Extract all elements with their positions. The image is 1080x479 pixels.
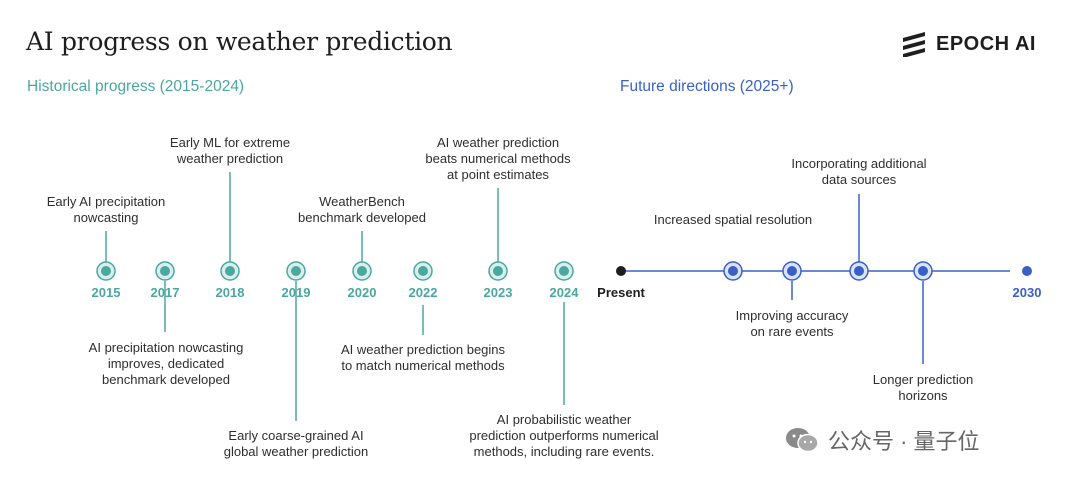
node-2019 <box>286 261 306 281</box>
node-2030 <box>1022 266 1032 276</box>
watermark: 公众号 · 量子位 <box>784 424 980 456</box>
node-2015 <box>96 261 116 281</box>
year-2022: 2022 <box>408 285 438 300</box>
node-2020 <box>352 261 372 281</box>
year-2020: 2020 <box>347 285 377 300</box>
node-2023 <box>488 261 508 281</box>
milestone-2020-text: WeatherBench benchmark developed <box>298 194 426 225</box>
page-title: AI progress on weather prediction <box>26 27 453 56</box>
node-2024 <box>554 261 574 281</box>
node-2017 <box>155 261 175 281</box>
node-future-4 <box>913 261 933 281</box>
historical-heading: Historical progress (2015-2024) <box>27 78 245 95</box>
epoch-ai-logo: EPOCH AI <box>901 31 1036 57</box>
node-2018 <box>220 261 240 281</box>
node-present <box>616 266 626 276</box>
milestone-2024-text: AI probabilistic weather prediction outp… <box>469 412 659 459</box>
node-future-1 <box>723 261 743 281</box>
year-2024: 2024 <box>549 285 579 300</box>
milestone-2015-text: Early AI precipitation nowcasting <box>46 194 166 225</box>
year-2017: 2017 <box>150 285 180 300</box>
future-2-text: Improving accuracy on rare events <box>735 308 849 339</box>
year-2030: 2030 <box>1012 285 1042 300</box>
milestone-2022-text: AI weather prediction begins to match nu… <box>340 342 506 373</box>
watermark-text: 公众号 · 量子位 <box>828 429 980 454</box>
node-future-2 <box>782 261 802 281</box>
node-2022 <box>413 261 433 281</box>
year-2018: 2018 <box>215 285 245 300</box>
year-2019: 2019 <box>281 285 311 300</box>
year-2023: 2023 <box>483 285 513 300</box>
node-future-3 <box>849 261 869 281</box>
year-2015: 2015 <box>91 285 121 300</box>
present-label: Present <box>597 285 645 300</box>
milestone-2017-text: AI precipitation nowcasting improves, de… <box>88 340 244 387</box>
logo-text: EPOCH AI <box>936 32 1036 55</box>
epoch-stripes-icon <box>903 32 925 57</box>
milestone-2019-text: Early coarse-grained AI global weather p… <box>223 428 369 459</box>
future-heading: Future directions (2025+) <box>620 78 794 95</box>
milestone-2023-text: AI weather prediction beats numerical me… <box>425 135 571 182</box>
milestone-2018-text: Early ML for extreme weather prediction <box>169 135 291 166</box>
future-1-text: Increased spatial resolution <box>653 212 813 227</box>
future-3-text: Incorporating additional data sources <box>791 156 927 187</box>
wechat-icon <box>786 428 819 453</box>
future-4-text: Longer prediction horizons <box>872 372 974 403</box>
